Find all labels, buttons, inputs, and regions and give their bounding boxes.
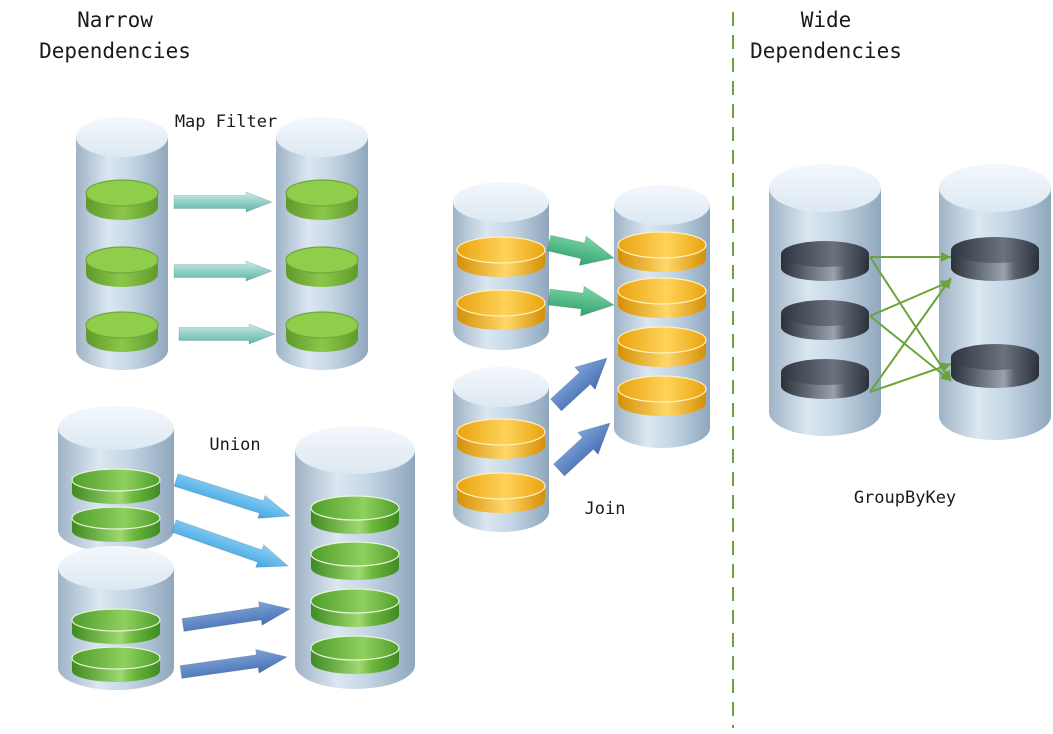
- union-label: Union: [209, 435, 260, 455]
- partition-disk-10: [71, 646, 161, 682]
- join-label: Join: [585, 499, 626, 519]
- dependency-arrow-1: [173, 191, 274, 213]
- partition-disk-3: [85, 311, 159, 352]
- wide-heading-line1: Wide: [801, 8, 852, 32]
- dependency-arrow-6: [181, 600, 292, 632]
- partitions-layer: [71, 179, 1039, 682]
- groupbykey-links: [869, 252, 952, 393]
- partition-disk-12: [310, 541, 400, 580]
- partition-disk-25: [781, 359, 869, 399]
- dependency-arrow-8: [546, 234, 616, 267]
- dependency-arrow-3: [178, 323, 277, 345]
- partition-disk-14: [310, 635, 400, 674]
- shuffle-link-4: [869, 315, 952, 382]
- partition-disk-15: [456, 236, 546, 277]
- shuffle-link-3: [869, 280, 952, 317]
- partition-disk-26: [951, 237, 1039, 281]
- shuffle-link-2: [869, 256, 952, 382]
- partition-disk-8: [71, 506, 161, 542]
- partition-disk-23: [781, 241, 869, 281]
- partition-disk-1: [85, 179, 159, 220]
- arrows-layer: [171, 191, 616, 680]
- partition-disk-22: [617, 375, 707, 416]
- dependency-arrow-4: [173, 473, 292, 519]
- dependency-arrow-9: [547, 285, 616, 317]
- partition-disk-20: [617, 277, 707, 318]
- dependency-arrow-7: [179, 648, 289, 680]
- partition-disk-18: [456, 472, 546, 513]
- partition-disk-24: [781, 300, 869, 340]
- partition-disk-11: [310, 495, 400, 534]
- dependency-arrow-2: [173, 260, 274, 282]
- partition-disk-17: [456, 418, 546, 459]
- partition-disk-5: [285, 246, 359, 287]
- dependency-arrow-11: [552, 422, 611, 477]
- partition-disk-2: [85, 246, 159, 287]
- map-filter-label: Map Filter: [175, 112, 277, 132]
- partition-disk-13: [310, 588, 400, 627]
- wide-heading-line2: Dependencies: [750, 39, 902, 63]
- narrow-heading-line2: Dependencies: [39, 39, 191, 63]
- partition-disk-7: [71, 468, 161, 504]
- partition-disk-16: [456, 289, 546, 330]
- dependency-arrow-5: [171, 519, 290, 568]
- partition-disk-19: [617, 231, 707, 272]
- groupbykey-label: GroupByKey: [854, 488, 956, 508]
- partition-disk-9: [71, 608, 161, 644]
- partition-disk-21: [617, 326, 707, 367]
- partition-disk-27: [951, 344, 1039, 388]
- partition-disk-4: [285, 179, 359, 220]
- shuffle-link-1: [870, 252, 951, 262]
- dependency-arrow-10: [549, 357, 608, 412]
- shuffle-link-6: [869, 362, 952, 393]
- narrow-heading-line1: Narrow: [77, 8, 153, 32]
- rdd-group-output: [939, 164, 1051, 440]
- partition-disk-6: [285, 311, 359, 352]
- shuffle-link-5: [869, 277, 952, 393]
